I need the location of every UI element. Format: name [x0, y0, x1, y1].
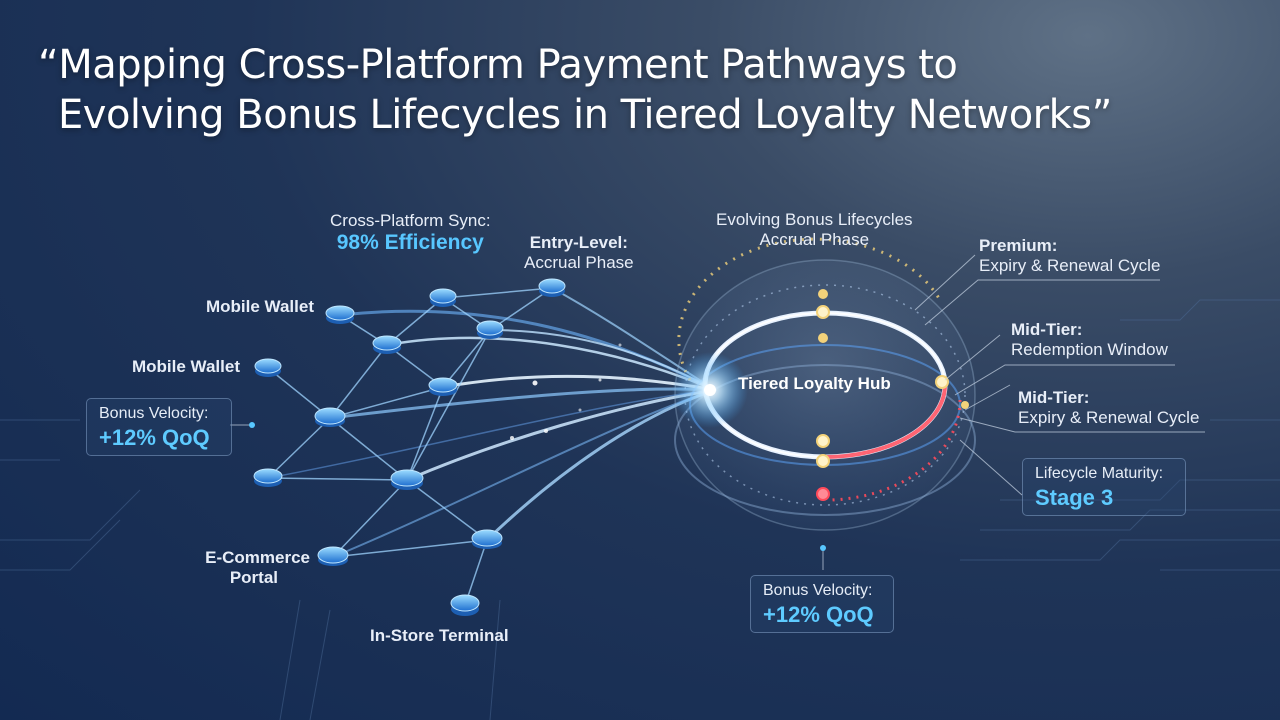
node-upper-hub: [372, 335, 402, 354]
hub-name: Tiered Loyalty Hub: [738, 374, 891, 393]
node-upper-right: [476, 320, 504, 339]
bonus-velocity-bottom-value: +12% QoQ: [763, 602, 874, 627]
loyalty-hub: [672, 237, 976, 531]
payment-pathways: [267, 287, 717, 558]
node-left: [314, 407, 346, 427]
lifecycle-maturity-value: Stage 3: [1035, 485, 1114, 510]
node-sync: [429, 288, 457, 307]
hub-lifecycle-phase: Accrual Phase: [759, 230, 870, 249]
node-lower-right: [471, 529, 503, 549]
midtier-redemption-sub: Redemption Window: [1011, 340, 1168, 359]
entry-level-phase: Accrual Phase: [524, 253, 634, 272]
page-title: “Mapping Cross-Platform Payment Pathways…: [38, 40, 1258, 140]
bonus-velocity-left-value: +12% QoQ: [99, 425, 210, 450]
bonus-velocity-left-box: Bonus Velocity: +12% QoQ: [86, 398, 232, 456]
entry-level-title: Entry-Level:: [529, 233, 628, 252]
sync-value: 98% Efficiency: [336, 231, 484, 254]
hub-lifecycle-title: Evolving Bonus Lifecycles: [716, 210, 913, 229]
title-line-1: “Mapping Cross-Platform Payment Pathways…: [38, 42, 958, 88]
bottom-anchor-dot: [820, 545, 826, 551]
node-mobile-wallet-mid: [254, 358, 282, 377]
node-lower-hub: [390, 469, 424, 490]
node-instore: [450, 594, 480, 616]
mesh-links: [267, 287, 553, 606]
ecommerce-line1: E-Commerce: [205, 548, 310, 567]
node-center: [428, 377, 458, 396]
node-ecommerce: [317, 546, 349, 566]
midtier-expiry-sub: Expiry & Renewal Cycle: [1018, 408, 1200, 427]
entry-level-label: Entry-Level: Accrual Phase: [524, 233, 634, 273]
lifecycle-maturity-label: Lifecycle Maturity:: [1035, 465, 1164, 482]
node-far-left: [253, 468, 283, 487]
ecommerce-line2: Portal: [229, 568, 278, 587]
midtier-expiry-title: Mid-Tier:: [1018, 388, 1090, 407]
sync-label-text: Cross-Platform Sync:: [330, 211, 491, 230]
circuit-lines: [0, 299, 1280, 720]
network-nodes: [253, 278, 566, 616]
hub-lifecycle-label: Evolving Bonus Lifecycles Accrual Phase: [716, 210, 913, 250]
premium-sub: Expiry & Renewal Cycle: [979, 256, 1161, 275]
midtier-redemption-title: Mid-Tier:: [1011, 320, 1083, 339]
sync-label: Cross-Platform Sync: 98% Efficiency: [330, 211, 491, 255]
lifecycle-maturity-box: Lifecycle Maturity: Stage 3: [1022, 458, 1186, 516]
midtier-redemption-label: Mid-Tier: Redemption Window: [1011, 320, 1168, 360]
premium-label: Premium: Expiry & Renewal Cycle: [979, 236, 1160, 276]
title-line-2: Evolving Bonus Lifecycles in Tiered Loya…: [58, 92, 1112, 138]
mobile-wallet-label-2: Mobile Wallet: [132, 357, 240, 376]
instore-terminal-label: In-Store Terminal: [370, 626, 509, 645]
ecommerce-label: E-Commerce Portal: [190, 548, 310, 588]
premium-title: Premium:: [979, 236, 1058, 255]
bonus-velocity-bottom-box: Bonus Velocity: +12% QoQ: [750, 575, 894, 633]
bonus-velocity-bottom-label: Bonus Velocity:: [763, 582, 873, 599]
velocity-anchor-dot: [249, 422, 255, 428]
node-entry: [538, 278, 566, 297]
path-sparkles: [510, 343, 622, 440]
node-mobile-wallet-top: [325, 305, 355, 324]
bonus-velocity-left-label: Bonus Velocity:: [99, 405, 209, 422]
midtier-expiry-label: Mid-Tier: Expiry & Renewal Cycle: [1018, 388, 1199, 428]
mobile-wallet-label-1: Mobile Wallet: [206, 297, 314, 316]
leader-lines: [230, 254, 1205, 570]
